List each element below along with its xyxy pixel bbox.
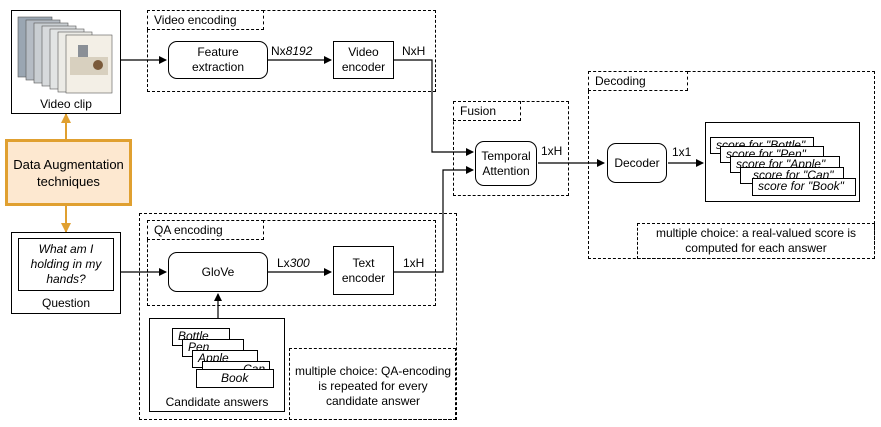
- question-label: Question: [41, 296, 91, 310]
- video-encoding-title: Video encoding: [147, 10, 264, 30]
- score-card: score for "Book": [752, 178, 856, 196]
- feature-extraction-box: Feature extraction: [168, 41, 268, 79]
- qa-note-box: [289, 348, 456, 420]
- question-box: What am I holding in my hands? Question: [11, 232, 121, 314]
- decoder-dim-label: 1x1: [672, 145, 692, 159]
- glove-dim-value: 300: [289, 256, 310, 270]
- fusion-title: Fusion: [453, 101, 521, 121]
- glove-dim-prefix: Lx: [277, 256, 290, 270]
- feature-dim-label: Nx8192: [271, 44, 312, 58]
- glove-label: GloVe: [201, 264, 235, 279]
- scores-box: score for "Bottle" score for "Pen" score…: [705, 122, 860, 202]
- video-encoder-dim-label: NxH: [402, 44, 426, 58]
- feature-dim-prefix: Nx: [271, 44, 286, 58]
- arrow-video-encoder-to-attention: [394, 59, 474, 156]
- data-augmentation-box: Data Augmentation techniques: [5, 139, 132, 206]
- attention-dim-label: 1xH: [541, 144, 563, 158]
- decoder-box: Decoder: [607, 143, 667, 183]
- video-clip-box: Video clip: [11, 10, 121, 114]
- question-text: What am I holding in my hands?: [30, 242, 102, 286]
- decoding-note-box: [637, 223, 875, 259]
- feature-dim-value: 8192: [285, 44, 313, 58]
- video-encoder-box: Video encoder: [333, 41, 394, 79]
- data-augmentation-label: Data Augmentation techniques: [13, 156, 124, 189]
- video-encoding-group: [147, 10, 436, 92]
- decoding-note-text: multiple choice: a real-valued score is …: [655, 226, 857, 255]
- video-frames-thumbnail: [17, 16, 113, 94]
- candidate-answers-box: Bottle Pen Apple Can Book Candidate answ…: [149, 318, 285, 412]
- video-encoder-label: Video encoder: [341, 45, 386, 74]
- decoder-label: Decoder: [614, 155, 660, 170]
- text-encoder-dim-label: 1xH: [403, 256, 425, 270]
- candidate-card: Book: [196, 369, 274, 388]
- decoding-title: Decoding: [588, 71, 688, 91]
- video-clip-label: Video clip: [40, 97, 92, 111]
- candidate-answers-label: Candidate answers: [165, 395, 269, 409]
- arrow-text-encoder-to-attention: [394, 166, 474, 273]
- feature-extraction-label: Feature extraction: [191, 45, 245, 74]
- qa-encoding-title: QA encoding: [147, 220, 264, 240]
- text-encoder-label: Text encoder: [341, 255, 386, 285]
- qa-encoding-group: [147, 220, 436, 306]
- temporal-attention-label: Temporal Attention: [481, 148, 531, 178]
- text-encoder-box: Text encoder: [333, 246, 394, 295]
- temporal-attention-box: Temporal Attention: [475, 141, 537, 186]
- question-text-box: What am I holding in my hands?: [18, 238, 114, 291]
- glove-dim-label: Lx300: [277, 256, 310, 270]
- qa-note-text: multiple choice: QA-encoding is repeated…: [294, 364, 452, 408]
- glove-box: GloVe: [168, 252, 268, 292]
